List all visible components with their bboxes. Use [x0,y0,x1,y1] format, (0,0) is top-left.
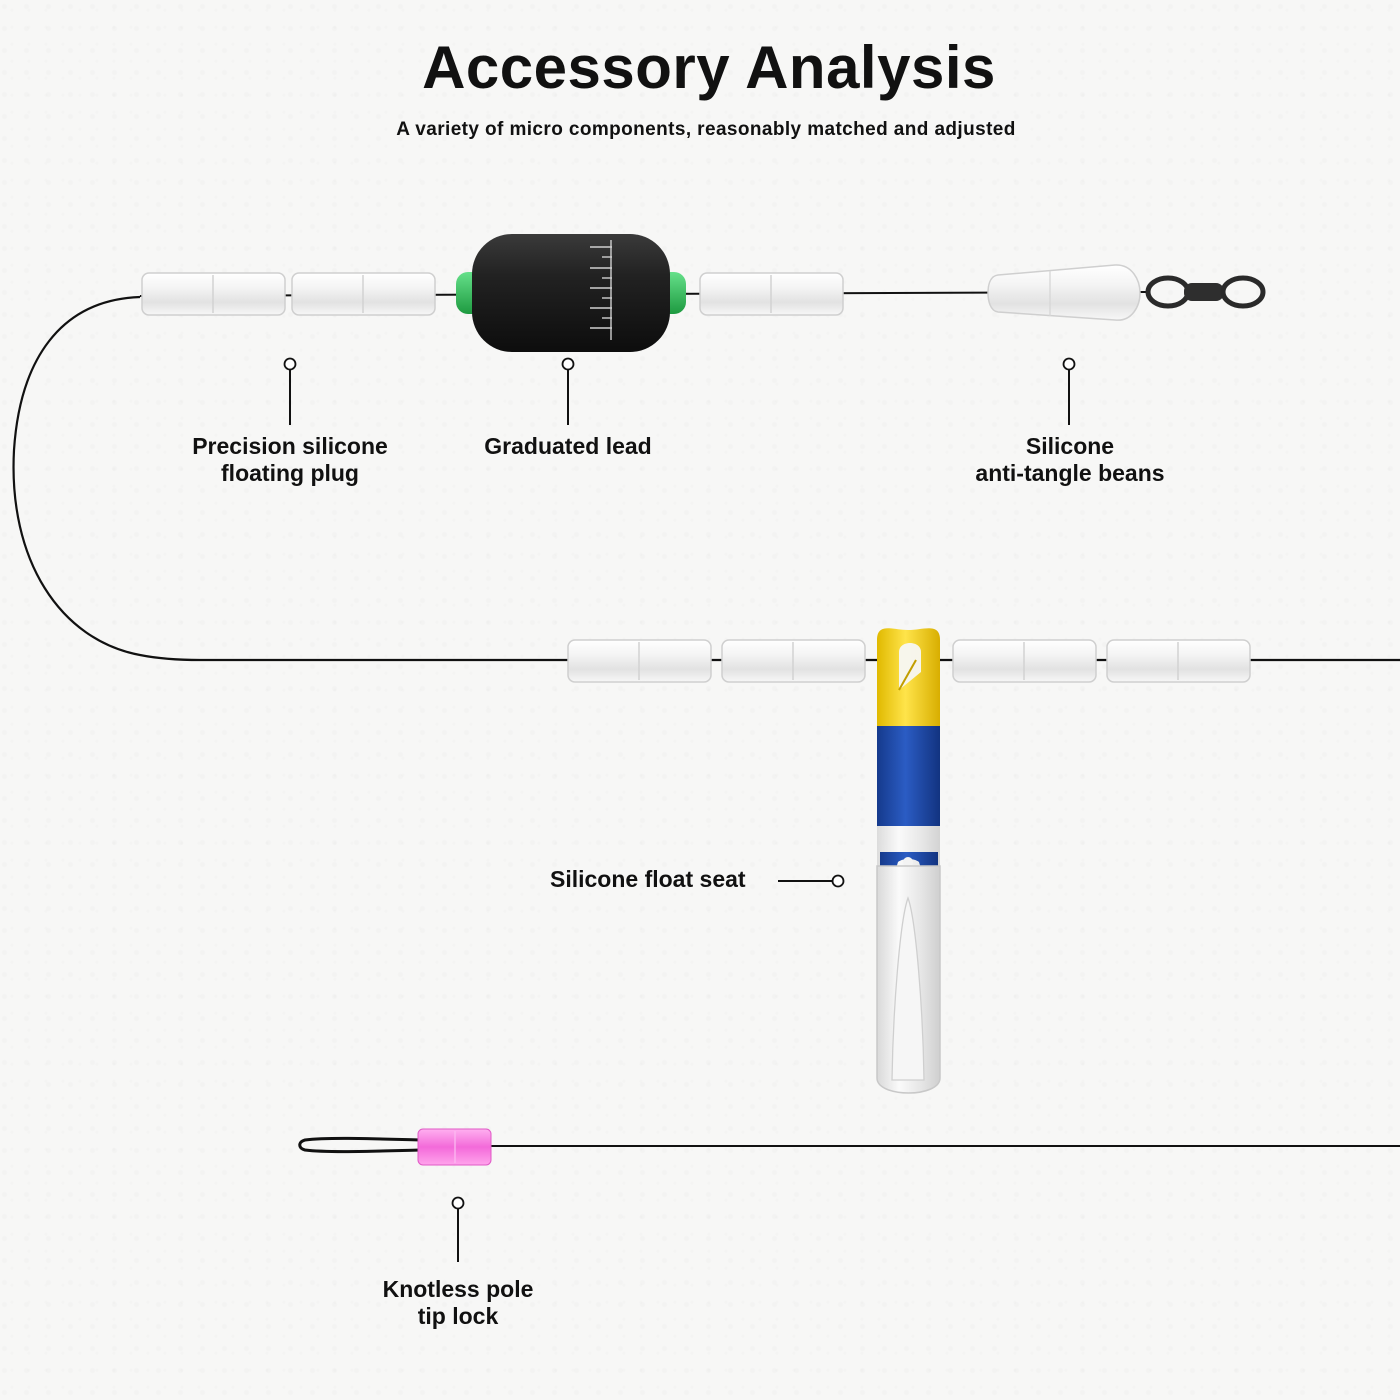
floating-plug [291,272,436,316]
label-floating-plug: Precision silicone floating plug [170,433,410,487]
page-title: Accessory Analysis [422,34,996,101]
callout-pin-anti-tangle-beans [1062,357,1076,425]
label-line: anti-tangle beans [975,460,1165,486]
anti-tangle-bean [987,264,1141,321]
label-line: Graduated lead [484,433,652,459]
label-line: Silicone [1025,433,1115,459]
callout-pin-floating-plug [283,357,297,425]
barrel-swivel-icon [1145,275,1266,309]
page-subtitle: A variety of micro components, reasonabl… [396,119,1016,140]
callout-pin-graduated-lead [561,357,575,425]
pole-tip-loop [298,1136,421,1154]
floating-plug [721,639,866,683]
callout-pin-float-seat [778,874,845,888]
label-graduated-lead: Graduated lead [448,433,688,460]
floating-plug [567,639,712,683]
label-line: Precision silicone [192,433,388,459]
silicone-float-seat [876,628,941,1094]
label-line: floating plug [221,460,359,486]
graduated-lead [456,234,686,352]
label-line: Knotless pole [382,1276,534,1302]
pole-tip-lock [417,1128,492,1166]
label-anti-tangle-beans: Silicone anti-tangle beans [950,433,1190,487]
label-pole-tip-lock: Knotless pole tip lock [338,1276,578,1330]
label-line: tip lock [417,1303,499,1329]
floating-plug [141,272,286,316]
label-line: Silicone float seat [550,866,746,892]
floating-plug [952,639,1097,683]
fishing-line-top [12,295,1400,662]
callout-pin-pole-tip-lock [451,1196,465,1262]
floating-plug [1106,639,1251,683]
floating-plug [699,272,844,316]
label-float-seat: Silicone float seat [520,866,790,893]
